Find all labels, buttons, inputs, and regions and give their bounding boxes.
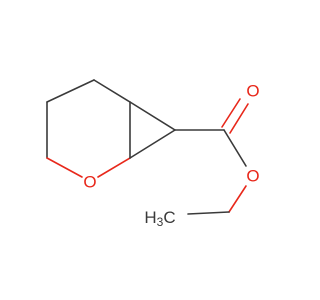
bond-c1-c2 <box>93 79 131 103</box>
cyclopropane-ring <box>129 101 176 159</box>
methyl-subscript: 3 <box>157 215 164 229</box>
ring-oxygen-label: O <box>83 173 96 192</box>
ester-oxygen-label: O <box>246 167 259 186</box>
carbonyl-double-bond-a <box>221 98 241 128</box>
bond-carbonyl-ester-o <box>223 129 247 167</box>
bond-ch2-ch3 <box>187 211 230 215</box>
molecule-structure: O O O H3C <box>46 79 260 230</box>
bond-c2-c3 <box>46 79 95 103</box>
bond-c5-c7 <box>129 129 176 159</box>
carbonyl-double-bond-b <box>229 103 249 134</box>
bond-c4-o1 <box>46 157 83 178</box>
oxane-ring <box>46 79 131 178</box>
bond-o1-c5 <box>97 157 131 178</box>
methyl-label: H3C <box>144 208 175 230</box>
methyl-c: C <box>163 208 175 227</box>
carbonyl-oxygen-label: O <box>246 82 259 101</box>
bond-c6-c7 <box>129 101 176 131</box>
ester-group <box>174 98 249 215</box>
bond-ester-o-ch2 <box>228 185 247 213</box>
methyl-h: H <box>144 208 156 227</box>
